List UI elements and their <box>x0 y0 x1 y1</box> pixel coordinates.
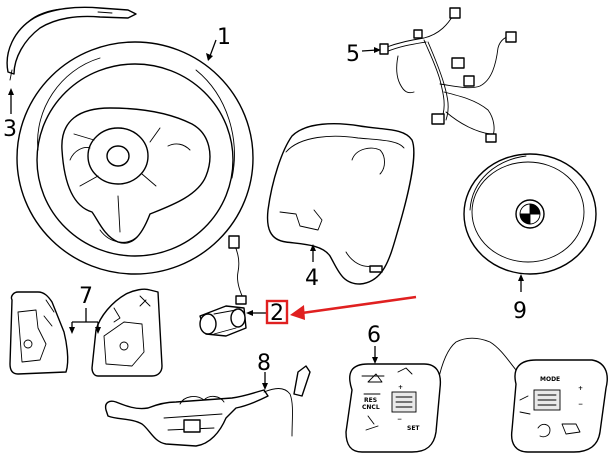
switch-set-label: SET <box>407 425 420 432</box>
callout-8: 8 <box>257 351 271 390</box>
part-1-steering-wheel <box>16 41 254 275</box>
highlight-arrow-line <box>301 295 417 315</box>
callout-7: 7 <box>69 284 101 334</box>
callout-6: 6 <box>367 323 381 364</box>
callout-2-label: 2 <box>270 301 284 326</box>
callout-5-label: 5 <box>346 42 360 67</box>
callout-7-label: 7 <box>79 284 93 309</box>
part-3-trim-strip <box>6 6 137 81</box>
callout-2-highlight-box <box>265 299 289 325</box>
part-4-trim-cover <box>266 123 415 285</box>
callout-6-label: 6 <box>367 323 381 348</box>
callout-4: 4 <box>305 244 319 291</box>
callout-3-label: 3 <box>3 117 17 142</box>
callout-2: 2 <box>246 295 417 326</box>
callout-9: 9 <box>513 274 527 324</box>
callout-1: 1 <box>206 25 231 61</box>
highlight-arrow-head <box>290 305 305 320</box>
switch-plus-left: + <box>398 384 403 391</box>
switch-minus-left: − <box>397 416 402 423</box>
part-5-wiring-harness <box>379 7 517 143</box>
part-9-airbag <box>463 153 597 275</box>
callout-8-label: 8 <box>257 351 271 376</box>
callout-5: 5 <box>346 42 381 67</box>
part-8-harness-bracket <box>104 365 311 447</box>
switch-cncl-label: CNCL <box>362 404 380 411</box>
switch-plus-right: + <box>578 385 583 392</box>
callout-9-label: 9 <box>513 299 527 324</box>
callout-1-label: 1 <box>217 25 231 50</box>
switch-mode-label: MODE <box>540 376 560 383</box>
callout-3: 3 <box>3 88 17 142</box>
part-2-connector <box>199 235 247 337</box>
switch-res-label: RES <box>364 397 377 404</box>
part-7-paddle-shifters <box>9 288 163 377</box>
part-6-multifunction-switches: + − RES CNCL SET MODE + − <box>345 337 608 453</box>
switch-minus-right: − <box>578 401 583 408</box>
callout-4-label: 4 <box>305 266 319 291</box>
